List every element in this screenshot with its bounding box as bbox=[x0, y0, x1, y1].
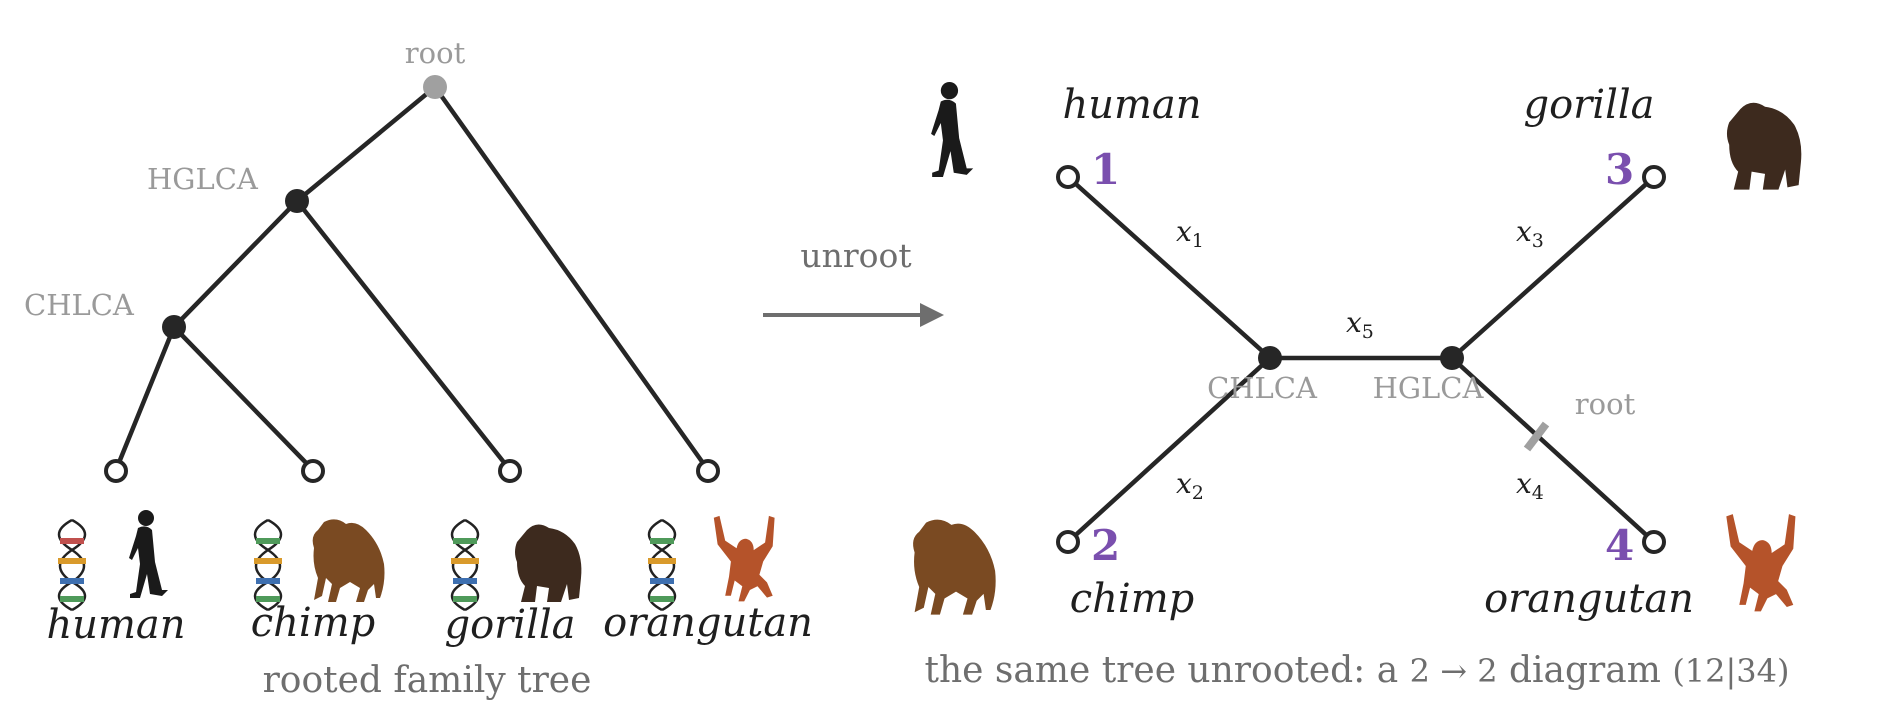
chimp-icon bbox=[312, 519, 385, 602]
dna-icon bbox=[646, 518, 678, 612]
chlca-label: CHLCA bbox=[24, 288, 135, 322]
leaf-label-gorilla: gorilla bbox=[444, 602, 575, 648]
leaf-number-3: 3 bbox=[1605, 145, 1634, 194]
edge-root-hglca bbox=[294, 84, 438, 204]
leaf-number-1: 1 bbox=[1091, 145, 1120, 194]
edge-root-orangutan bbox=[432, 84, 711, 473]
leaf-label-human: human bbox=[46, 602, 185, 648]
gorilla-icon bbox=[1726, 102, 1802, 190]
hglca-node-right bbox=[1440, 346, 1464, 370]
right-caption: the same tree unrooted: a 2 → 2 diagram … bbox=[924, 650, 1789, 691]
taxon-label-orangutan: orangutan bbox=[1484, 576, 1694, 622]
chlca-label-right: CHLCA bbox=[1207, 371, 1318, 405]
edge-x1 bbox=[1065, 174, 1273, 361]
leaf-node-3 bbox=[1642, 165, 1666, 189]
orangutan-icon bbox=[1726, 514, 1796, 612]
leaf-node-chimp bbox=[301, 459, 325, 483]
taxon-label-chimp: chimp bbox=[1070, 576, 1195, 622]
unrooted-tree: 1 2 3 4 x1 x2 x3 x4 x5 CHLCA HGLCA root … bbox=[913, 82, 1802, 691]
chlca-node bbox=[162, 315, 186, 339]
leaf-label-chimp: chimp bbox=[251, 600, 376, 646]
taxon-label-gorilla: gorilla bbox=[1523, 82, 1654, 128]
arrow-head bbox=[920, 303, 944, 327]
edge-hglca-gorilla bbox=[294, 198, 513, 473]
edge-hglca-chlca bbox=[171, 198, 300, 330]
root-label: root bbox=[405, 36, 466, 70]
left-caption: rooted family tree bbox=[263, 660, 592, 701]
edge-x3 bbox=[1449, 174, 1657, 361]
leaf-node-gorilla bbox=[498, 459, 522, 483]
leaf-number-4: 4 bbox=[1605, 521, 1634, 570]
edge-chlca-chimp bbox=[171, 324, 316, 473]
edge-x4 bbox=[1449, 355, 1657, 545]
root-tick bbox=[1523, 421, 1550, 452]
leaf-node-4 bbox=[1642, 530, 1666, 554]
human-icon bbox=[931, 82, 974, 178]
hglca-label-right: HGLCA bbox=[1373, 371, 1485, 405]
leaf-node-human bbox=[104, 459, 128, 483]
edge-label-x2: x2 bbox=[1176, 467, 1204, 504]
human-icon bbox=[129, 510, 168, 598]
orangutan-icon bbox=[713, 515, 775, 602]
dna-icon bbox=[449, 518, 481, 612]
edge-chlca-human bbox=[113, 324, 177, 473]
root-label-right: root bbox=[1575, 387, 1636, 421]
hglca-node bbox=[285, 189, 309, 213]
edge-label-x4: x4 bbox=[1516, 467, 1544, 504]
leaf-label-orangutan: orangutan bbox=[603, 600, 813, 646]
leaf-node-orangutan bbox=[696, 459, 720, 483]
chlca-node-right bbox=[1258, 346, 1282, 370]
edge-label-x3: x3 bbox=[1516, 215, 1544, 252]
root-node bbox=[423, 75, 447, 99]
unroot-arrow: unroot bbox=[763, 236, 944, 327]
leaf-number-2: 2 bbox=[1091, 521, 1120, 570]
leaf-node-2 bbox=[1056, 530, 1080, 554]
hglca-label: HGLCA bbox=[147, 162, 259, 196]
edge-label-x5: x5 bbox=[1346, 306, 1374, 343]
taxon-label-human: human bbox=[1062, 82, 1201, 128]
chimp-icon bbox=[913, 519, 996, 615]
dna-icon bbox=[56, 518, 88, 612]
leaf-node-1 bbox=[1056, 165, 1080, 189]
rooted-tree: root HGLCA CHLCA human chimp gorilla ora… bbox=[24, 36, 813, 701]
edge-x2 bbox=[1065, 355, 1273, 545]
edge-label-x1: x1 bbox=[1176, 215, 1204, 252]
arrow-label: unroot bbox=[800, 236, 911, 275]
gorilla-icon bbox=[515, 524, 582, 602]
dna-icon bbox=[252, 518, 284, 612]
